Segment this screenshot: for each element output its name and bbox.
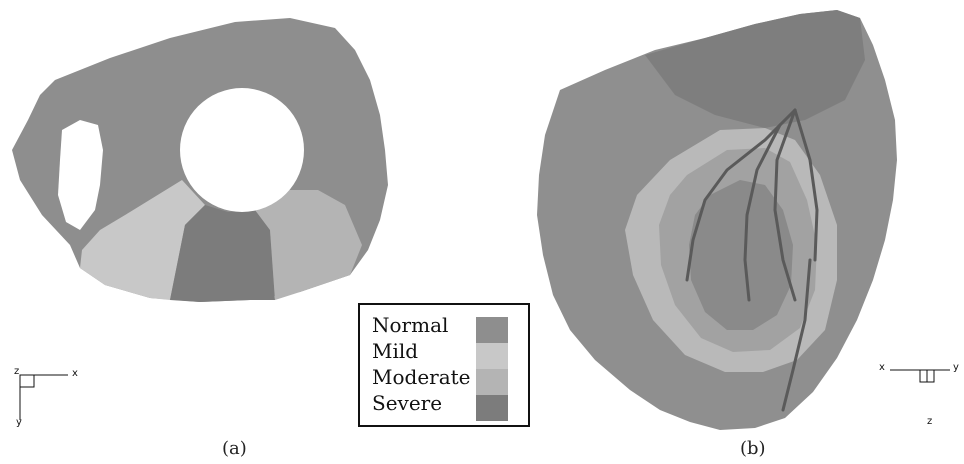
heart-figure	[537, 10, 950, 430]
heart-base-shading	[645, 10, 865, 128]
axis-z-label-b: z	[927, 416, 933, 427]
slice-lv-cavity	[180, 88, 304, 212]
caption-a: (a)	[222, 438, 247, 459]
axis-x-label-b: x	[879, 362, 885, 373]
legend-swatch-normal	[476, 317, 508, 343]
legend-label-moderate: Moderate	[372, 365, 471, 389]
legend-swatch-severe	[476, 395, 508, 421]
panel-a-slice: x y z (a)	[0, 0, 470, 459]
axis-y-label-a: y	[16, 417, 22, 428]
legend-label-normal: Normal	[372, 313, 449, 337]
axis-z-label-a: z	[14, 366, 20, 377]
axes-indicator-b	[890, 369, 950, 383]
slice-sector-moderate	[255, 190, 362, 300]
caption-b: (b)	[740, 438, 766, 459]
heart-region-severe	[689, 180, 793, 330]
slice-rv-cavity	[58, 120, 103, 230]
axes-indicator-a	[19, 374, 68, 420]
slice-sector-mild	[80, 180, 205, 300]
severity-legend: Normal Mild Moderate Severe	[358, 303, 530, 427]
legend-label-mild: Mild	[372, 339, 419, 363]
legend-label-severe: Severe	[372, 391, 443, 415]
axis-x-label-a: x	[72, 368, 78, 379]
slice-sector-severe	[170, 205, 275, 302]
axis-y-label-b: y	[953, 362, 959, 373]
panel-b-3d-heart: x y z (b)	[465, 0, 964, 459]
legend-swatch-moderate	[476, 369, 508, 395]
legend-swatch-mild	[476, 343, 508, 369]
slice-figure	[12, 18, 388, 420]
coronary-vessels	[685, 108, 819, 412]
